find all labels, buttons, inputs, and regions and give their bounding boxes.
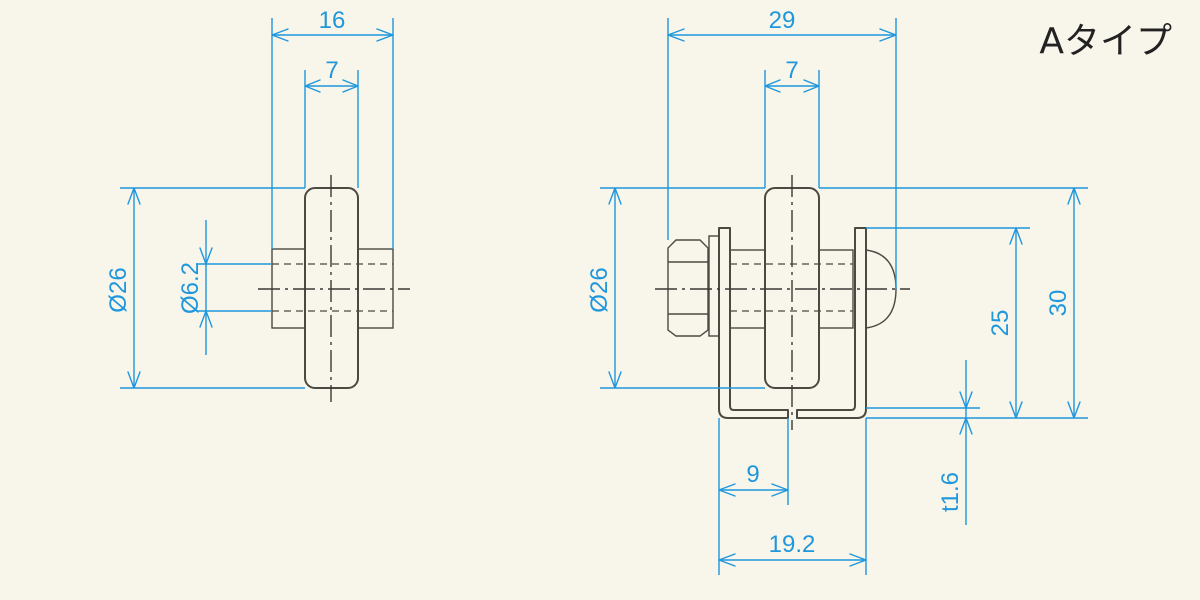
dim-192-arrow-right <box>849 553 867 567</box>
dim-30-arrow-top <box>1067 187 1081 205</box>
dim-9-label: 9 <box>746 461 759 488</box>
dim-d26-arrow-top <box>127 187 141 205</box>
dim-7b-arrow-right <box>803 79 820 93</box>
dim-30-label: 30 <box>1045 290 1072 317</box>
dim-16-arrow-right <box>376 28 394 42</box>
dim-25-arrow-bottom <box>1009 401 1023 419</box>
u-bracket <box>718 227 789 419</box>
u-bracket-right <box>796 227 867 419</box>
dim-d62-arrow-bottom <box>199 310 213 328</box>
hex-nut <box>667 239 709 337</box>
washer-left <box>708 235 720 337</box>
dim-7-label: 7 <box>325 57 338 84</box>
dim-29-arrow-right <box>879 28 897 42</box>
dim-9-arrow-right <box>771 483 789 497</box>
dim-t16-arrow-bottom <box>959 417 973 435</box>
dim-d26-arrow-bottom <box>127 371 141 389</box>
dim-30-arrow-bottom <box>1067 401 1081 419</box>
dim-192-arrow-left <box>718 553 736 567</box>
dim-16-arrow-left <box>271 28 289 42</box>
dim-t16-arrow-top <box>959 391 973 409</box>
dim-9-arrow-left <box>718 483 736 497</box>
front-view: 29 7 Ø26 30 25 t1.6 <box>586 7 1088 575</box>
dim-d26b-arrow-top <box>608 187 622 205</box>
dim-7-arrow-right <box>342 79 359 93</box>
side-view: 16 7 Ø26 Ø6.2 <box>105 7 410 402</box>
dim-d26b-label: Ø26 <box>586 267 613 312</box>
dim-d26b-arrow-bottom <box>608 371 622 389</box>
dim-t16-label: t1.6 <box>937 472 964 512</box>
dim-d26-label: Ø26 <box>105 267 132 312</box>
type-title: Aタイプ <box>1039 21 1172 62</box>
dim-7b-arrow-left <box>764 79 781 93</box>
dim-d62-label: Ø6.2 <box>177 262 204 314</box>
dim-7-arrow-left <box>304 79 321 93</box>
dim-29-arrow-left <box>667 28 685 42</box>
dim-25-label: 25 <box>987 310 1014 337</box>
dim-d62-arrow-top <box>199 247 213 265</box>
bolt-shaft-right <box>818 249 854 329</box>
dim-29-label: 29 <box>769 7 796 34</box>
dim-16-label: 16 <box>319 7 346 34</box>
dim-25-arrow-top <box>1009 227 1023 245</box>
dim-7b-label: 7 <box>785 57 798 84</box>
dim-192-label: 19.2 <box>769 531 816 558</box>
